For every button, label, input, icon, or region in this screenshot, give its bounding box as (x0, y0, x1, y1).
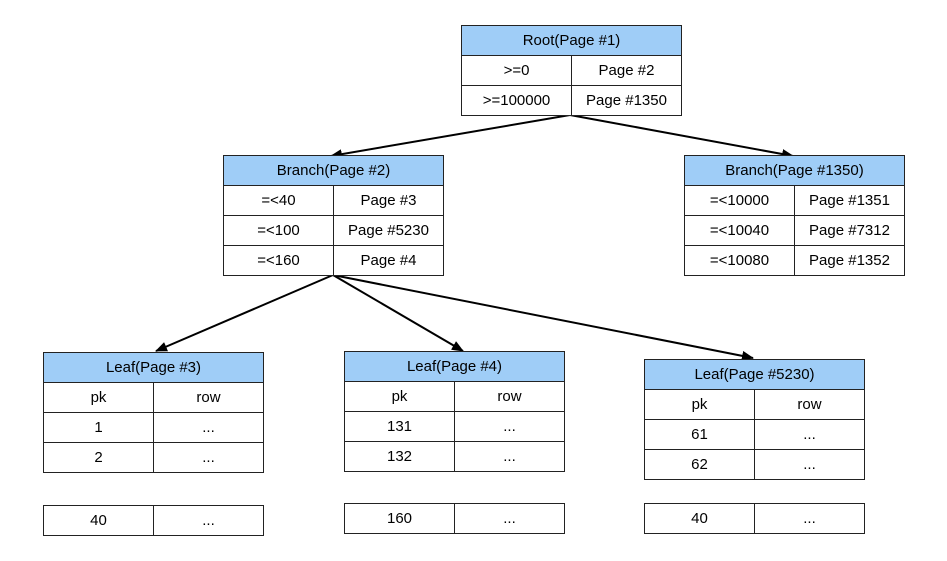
edge-root-to-branch-left (330, 114, 571, 160)
leaf-pk-cell: 40 (644, 503, 755, 534)
leaf-column-header: pk (644, 389, 755, 420)
leaf-row-cell: ... (454, 503, 565, 534)
edge-branch-to-leaf-b (332, 274, 464, 352)
leaf-pk-cell: 160 (344, 503, 455, 534)
edge-branch-to-leaf-c (332, 274, 754, 361)
leaf-row-cell: ... (153, 442, 264, 473)
leaf-pk-cell: 40 (43, 505, 154, 536)
leaf-b-title: Leaf(Page #4) (344, 351, 565, 382)
leaf-pk-cell: 62 (644, 449, 755, 480)
branch-key-cell: =<10080 (684, 245, 795, 276)
edge-branch-to-leaf-a (155, 274, 334, 352)
root-page-cell: Page #2 (571, 55, 682, 86)
root-key-cell: >=100000 (461, 85, 572, 116)
leaf-column-header: pk (43, 382, 154, 413)
leaf-row-cell: ... (454, 441, 565, 472)
branch-page-cell: Page #4 (333, 245, 444, 276)
branch-key-cell: =<10000 (684, 185, 795, 216)
leaf-column-header: row (754, 389, 865, 420)
root-title: Root(Page #1) (461, 25, 682, 56)
leaf-pk-cell: 132 (344, 441, 455, 472)
branch-page-cell: Page #1351 (794, 185, 905, 216)
branch-page-cell: Page #7312 (794, 215, 905, 246)
branch-key-cell: =<10040 (684, 215, 795, 246)
leaf-pk-cell: 1 (43, 412, 154, 443)
leaf-a-title: Leaf(Page #3) (43, 352, 264, 383)
branch-key-cell: =<160 (223, 245, 334, 276)
leaf-row-cell: ... (454, 411, 565, 442)
leaf-column-header: row (454, 381, 565, 412)
leaf-pk-cell: 61 (644, 419, 755, 450)
leaf-pk-cell: 131 (344, 411, 455, 442)
leaf-pk-cell: 2 (43, 442, 154, 473)
branch-key-cell: =<40 (223, 185, 334, 216)
branch-page-cell: Page #1352 (794, 245, 905, 276)
branch-key-cell: =<100 (223, 215, 334, 246)
leaf-c-title: Leaf(Page #5230) (644, 359, 865, 390)
edge-root-to-branch-right (569, 114, 794, 159)
leaf-row-cell: ... (754, 419, 865, 450)
root-key-cell: >=0 (461, 55, 572, 86)
leaf-row-cell: ... (153, 505, 264, 536)
branch-page-cell: Page #3 (333, 185, 444, 216)
leaf-column-header: row (153, 382, 264, 413)
root-page-cell: Page #1350 (571, 85, 682, 116)
leaf-row-cell: ... (153, 412, 264, 443)
leaf-row-cell: ... (754, 503, 865, 534)
branch-left-title: Branch(Page #2) (223, 155, 444, 186)
branch-page-cell: Page #5230 (333, 215, 444, 246)
leaf-row-cell: ... (754, 449, 865, 480)
branch-right-title: Branch(Page #1350) (684, 155, 905, 186)
leaf-column-header: pk (344, 381, 455, 412)
